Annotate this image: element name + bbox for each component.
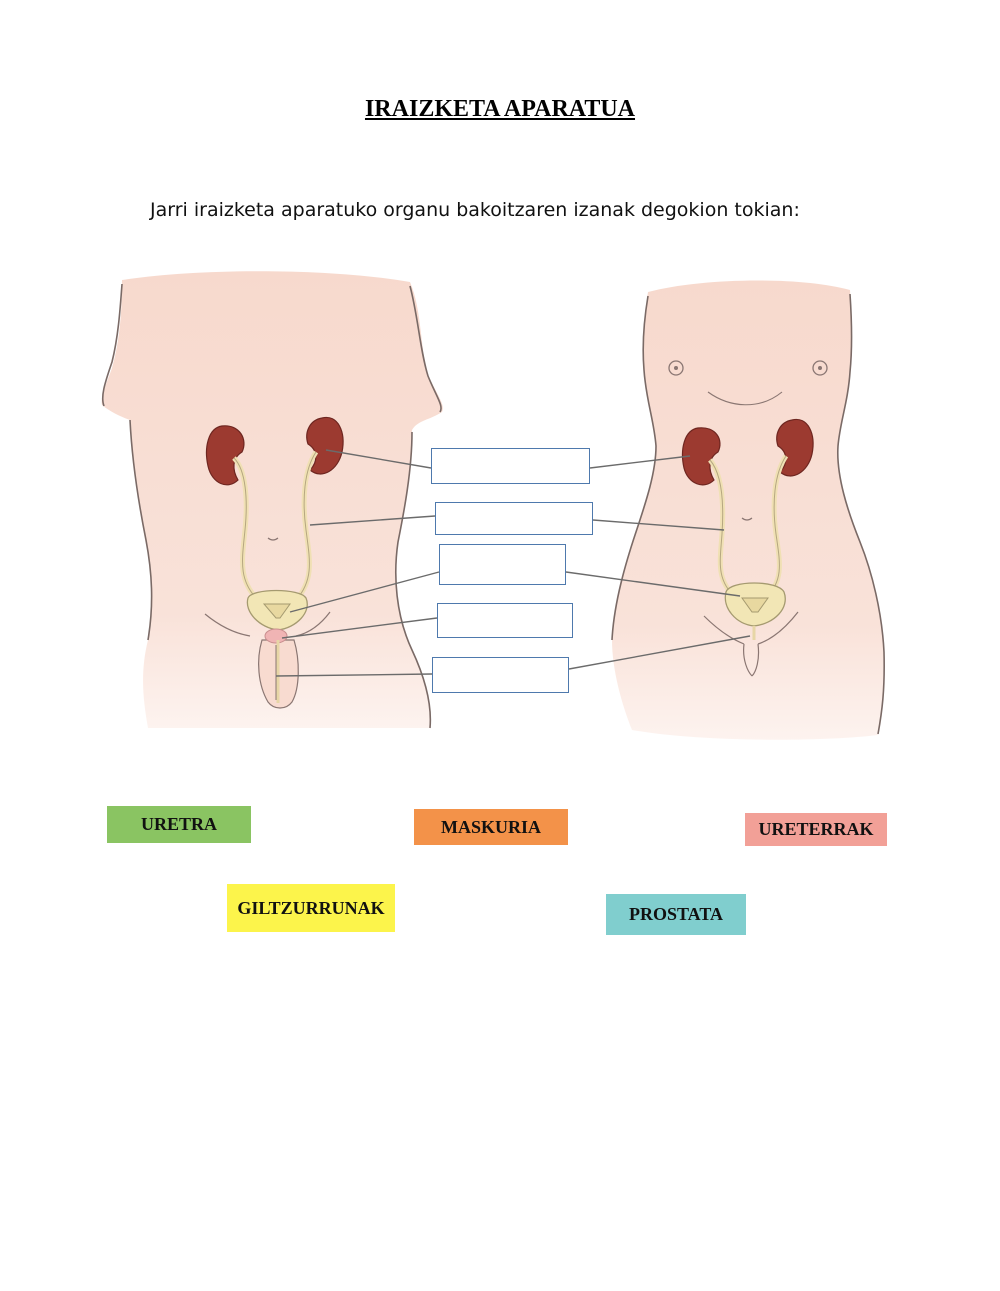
leader-lines [275, 449, 751, 677]
page-title: IRAIZKETA APARATUA [364, 96, 636, 122]
word-giltzurrunak[interactable]: GILTZURRUNAK [227, 884, 395, 932]
female-groin-lines [703, 611, 799, 677]
word-prostata[interactable]: PROSTATA [606, 894, 746, 935]
answer-box-1[interactable] [431, 448, 590, 484]
male-kidney-left [205, 425, 245, 486]
word-maskuria[interactable]: MASKURIA [414, 809, 568, 845]
female-chest-line [707, 391, 783, 406]
female-navel [741, 517, 753, 521]
male-body [101, 271, 443, 729]
male-torso [101, 271, 443, 728]
word-ureterrak[interactable]: URETERRAK [745, 813, 887, 846]
answer-box-2[interactable] [435, 502, 593, 535]
male-prostate [264, 628, 288, 644]
answer-box-3[interactable] [439, 544, 566, 585]
answer-box-5[interactable] [432, 657, 569, 693]
word-uretra[interactable]: URETRA [107, 806, 251, 843]
instruction-text: Jarri iraizketa aparatuko organu bakoitz… [150, 199, 800, 221]
female-nipple-right [812, 360, 828, 376]
answer-box-4[interactable] [437, 603, 573, 638]
male-navel [267, 537, 279, 541]
male-outline-left [101, 283, 153, 641]
male-ureter-left-outline [233, 457, 259, 601]
female-outline-left [611, 295, 657, 641]
female-torso [612, 280, 885, 740]
excretory-system-diagram [101, 271, 885, 740]
male-outline-right [394, 285, 442, 729]
female-nipple-left [668, 360, 684, 376]
female-kidney-left [681, 427, 721, 486]
female-body [611, 280, 885, 740]
female-outline-right [836, 293, 885, 735]
